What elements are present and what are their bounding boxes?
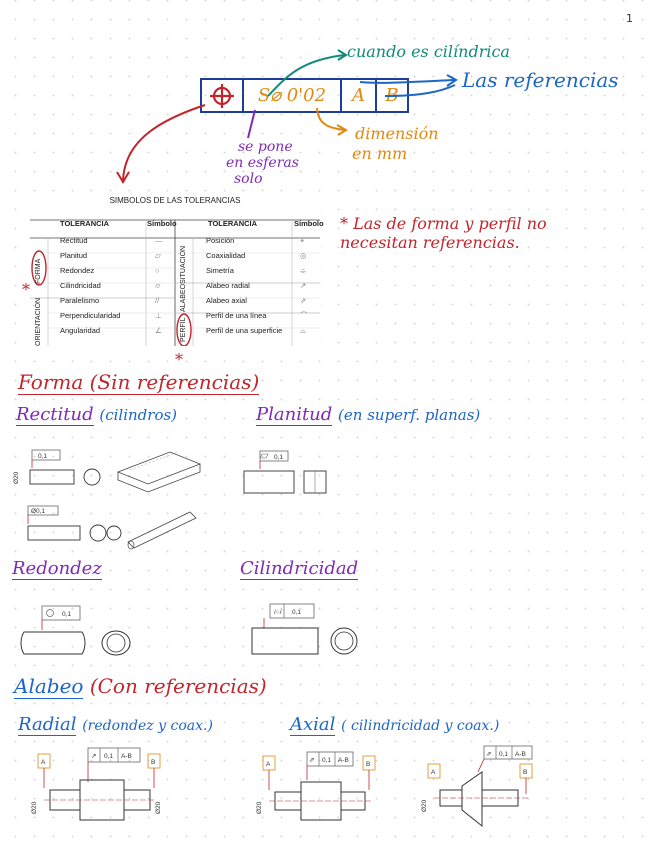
svg-text:0,1: 0,1 — [292, 609, 301, 616]
col-header-tolerancia-right: TOLERANCIA — [208, 219, 258, 228]
svg-text:0,1: 0,1 — [38, 453, 47, 460]
heading-planitud: Planitud (en superf. planas) — [256, 404, 481, 426]
table-row-left-label: Redondez — [60, 266, 95, 275]
table-row-right-symbol: ⇗ — [300, 296, 307, 305]
col-header-simbolo: Símbolo — [147, 219, 177, 228]
svg-text:B: B — [151, 759, 155, 766]
group-perfil: PERFIL — [180, 317, 187, 342]
heading-rectitud: Rectitud (cilindros) — [16, 404, 178, 426]
note-esferas-2: en esferas — [226, 155, 299, 171]
svg-text:↗: ↗ — [91, 753, 96, 760]
svg-text:A: A — [41, 759, 46, 766]
rectitud-drawing: 0,1 Ø20 Ø0,1 — [13, 449, 202, 550]
svg-text:A: A — [431, 769, 436, 776]
svg-text:Ø0,1: Ø0,1 — [31, 508, 45, 515]
redondez-drawing: 0,1 — [20, 605, 131, 656]
position-icon — [202, 80, 244, 111]
table-row-right-symbol: ◎ — [300, 251, 307, 260]
axial-drawing-1: ⇗ 0,1 A-B A B Ø20 — [256, 751, 376, 821]
planitud-drawing: 0,1 — [243, 450, 327, 494]
table-row-left-label: Rectitud — [60, 236, 88, 245]
table-row-left-label: Planitud — [60, 251, 88, 260]
svg-text:0,1: 0,1 — [274, 454, 283, 461]
tolerance-symbols-table: SIMBOLOS DE LAS TOLERANCIAS TOLERANCIA S… — [30, 196, 324, 346]
page-number: 1 — [626, 12, 633, 25]
svg-text:0,1: 0,1 — [62, 611, 71, 618]
heading-axial: Axial ( cilindricidad y coax.) — [290, 714, 500, 736]
note-referencias: Las referencias — [462, 68, 619, 92]
table-grid — [30, 219, 320, 346]
heading-alabeo: Alabeo (Con referencias) — [14, 674, 267, 699]
svg-text:B: B — [523, 769, 527, 776]
table-row-left-symbol: // — [155, 296, 160, 305]
svg-text:⇗: ⇗ — [309, 757, 314, 764]
svg-text:B: B — [366, 761, 370, 768]
svg-text:A-B: A-B — [515, 751, 526, 758]
svg-text:0,1: 0,1 — [322, 757, 331, 764]
table-row-left-label: Angularidad — [60, 326, 101, 335]
table-row-left-symbol: ⌭ — [155, 281, 161, 290]
note-esferas-1: se pone — [238, 139, 293, 155]
table-row-right-symbol: ⌖ — [300, 236, 305, 245]
table-row-right-label: Posición — [206, 236, 235, 245]
table-row-right-label: Coaxialidad — [206, 251, 246, 260]
star-forma: * — [22, 280, 30, 299]
star-perfil: * — [175, 350, 183, 369]
table-row-left-label: Perpendicularidad — [60, 311, 121, 320]
annotation-arrows — [116, 49, 458, 184]
table-row-right-symbol: ⌯ — [300, 266, 306, 275]
table-row-left-label: Cilindricidad — [60, 281, 101, 290]
axial-drawing-2: ⇗ 0,1 A-B A B Ø20 — [421, 745, 533, 828]
table-row-right-symbol: ↗ — [300, 281, 307, 290]
svg-text:Ø20: Ø20 — [31, 801, 38, 814]
heading-radial: Radial (redondez y coax.) — [18, 714, 213, 736]
group-forma: FORMA — [35, 258, 42, 284]
table-row-left-symbol: ○ — [155, 266, 160, 275]
fcf-datum-a: A — [342, 80, 377, 111]
cilindricidad-drawing: /○/ 0,1 — [251, 603, 358, 655]
table-row-left-symbol: — — [155, 236, 163, 245]
note-forma-perfil-2: necesitan referencias. — [340, 233, 520, 252]
heading-cilindricidad: Cilindricidad — [240, 558, 359, 580]
group-situacion: SITUACIÓN — [180, 245, 187, 284]
table-title: SIMBOLOS DE LAS TOLERANCIAS — [109, 196, 241, 205]
note-dimension-2: en mm — [352, 144, 408, 163]
table-row-right-label: Perfil de una superficie — [206, 326, 283, 335]
radial-drawing: ↗ 0,1 A-B A B Ø20 Ø20 — [31, 747, 162, 821]
heading-redondez: Redondez — [12, 558, 102, 580]
svg-text:⇗: ⇗ — [486, 751, 491, 758]
table-row-right-label: Perfil de una línea — [206, 311, 267, 320]
svg-text:0,1: 0,1 — [499, 751, 508, 758]
group-alabeo: ALABEO — [180, 283, 187, 312]
note-cilindrica: cuando es cilíndrica — [347, 42, 510, 61]
svg-text:A: A — [266, 761, 271, 768]
table-row-right-label: Alabeo axial — [206, 296, 247, 305]
note-forma-perfil-1: * Las de forma y perfil no — [340, 214, 547, 233]
heading-forma: Forma (Sin referencias) — [18, 370, 260, 395]
table-row-left-symbol: ∠ — [155, 326, 162, 335]
table-row-right-symbol: ⌓ — [300, 326, 306, 335]
svg-text:Ø20: Ø20 — [155, 801, 162, 814]
svg-text:0,1: 0,1 — [104, 753, 113, 760]
table-row-right-label: Simetría — [206, 266, 234, 275]
svg-text:Ø20: Ø20 — [421, 799, 428, 812]
svg-text:Ø20: Ø20 — [256, 801, 263, 814]
svg-text:A-B: A-B — [338, 757, 349, 764]
group-orientacion: ORIENTACIÓN — [35, 297, 42, 346]
table-row-left-label: Paralelismo — [60, 296, 100, 305]
col-header-tolerancia: TOLERANCIA — [60, 219, 110, 228]
table-row-left-symbol: ⊥ — [155, 311, 162, 320]
table-row-right-symbol: ⌒ — [300, 311, 308, 320]
svg-text:Ø20: Ø20 — [13, 471, 20, 484]
table-row-left-symbol: ▱ — [155, 251, 161, 260]
col-header-simbolo-right: Símbolo — [294, 219, 324, 228]
table-row-right-label: Alabeo radial — [206, 281, 250, 290]
fcf-tolerance: S⌀ 0'02 — [244, 80, 342, 111]
svg-text:/○/: /○/ — [274, 609, 282, 616]
svg-text:A-B: A-B — [121, 753, 132, 760]
note-dimension-1: dimensión — [355, 124, 439, 143]
note-esferas-3: solo — [234, 171, 263, 187]
